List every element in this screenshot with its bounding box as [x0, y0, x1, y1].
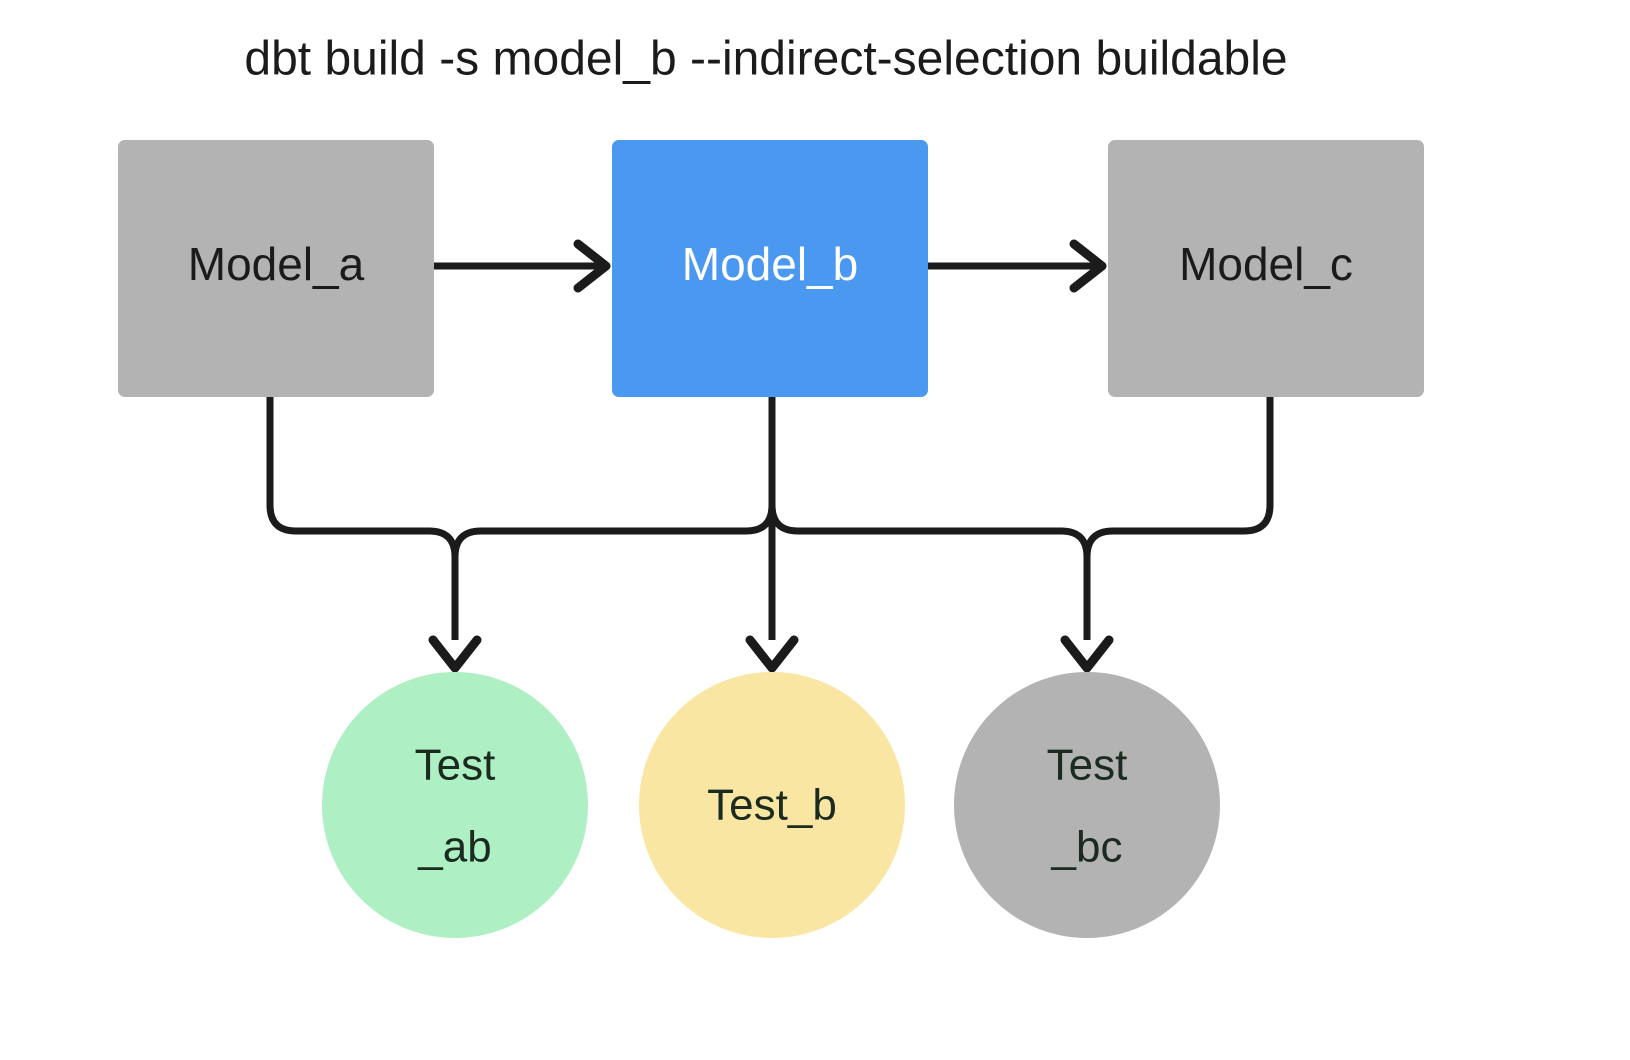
test-ab-label-line1: Test [415, 741, 496, 790]
model-b-label: Model_b [682, 238, 858, 290]
edge-layer [266, 239, 1274, 673]
test-node-test-ab[interactable]: Test _ab [322, 672, 588, 938]
test-b-circle[interactable] [639, 672, 905, 938]
edge-model-b-to-test-ab [451, 397, 776, 640]
edge-model-a-to-test-ab [266, 397, 459, 640]
test-node-test-bc[interactable]: Test _bc [954, 672, 1220, 938]
test-ab-label-line2: _ab [417, 823, 491, 872]
test-bc-label-line1: Test [1047, 741, 1128, 790]
arrow-head-icon [1069, 239, 1107, 293]
edge-model-c-to-test-bc [1083, 397, 1274, 640]
arrow-head-icon [573, 239, 611, 293]
test-node-layer: Test _ab Test_b Test _bc [322, 672, 1220, 938]
arrow-head-icon [1060, 635, 1114, 673]
model-node-layer: Model_a Model_b Model_c [118, 140, 1424, 397]
model-a-box[interactable] [118, 140, 434, 397]
model-node-model-a[interactable]: Model_a [118, 140, 434, 397]
arrow-head-icon [745, 635, 799, 673]
edge-line [451, 397, 776, 640]
model-c-label: Model_c [1179, 238, 1353, 290]
diagram-title: dbt build -s model_b --indirect-selectio… [244, 33, 1287, 86]
edge-line [266, 397, 459, 640]
model-node-model-b[interactable]: Model_b [612, 140, 928, 397]
edge-model-a-to-model-b [434, 239, 611, 293]
edge-model-b-to-model-c [928, 239, 1107, 293]
model-a-label: Model_a [188, 238, 365, 290]
test-node-test-b[interactable]: Test_b [639, 672, 905, 938]
arrow-head-icon [428, 635, 482, 673]
edge-model-b-to-test-bc [768, 397, 1091, 640]
test-ab-circle[interactable] [322, 672, 588, 938]
test-b-label-line1: Test_b [707, 781, 837, 830]
test-bc-label-line2: _bc [1051, 823, 1123, 872]
model-b-box[interactable] [612, 140, 928, 397]
model-c-box[interactable] [1108, 140, 1424, 397]
model-node-model-c[interactable]: Model_c [1108, 140, 1424, 397]
test-bc-circle[interactable] [954, 672, 1220, 938]
edge-line [1083, 397, 1274, 640]
edge-line [768, 397, 1091, 640]
